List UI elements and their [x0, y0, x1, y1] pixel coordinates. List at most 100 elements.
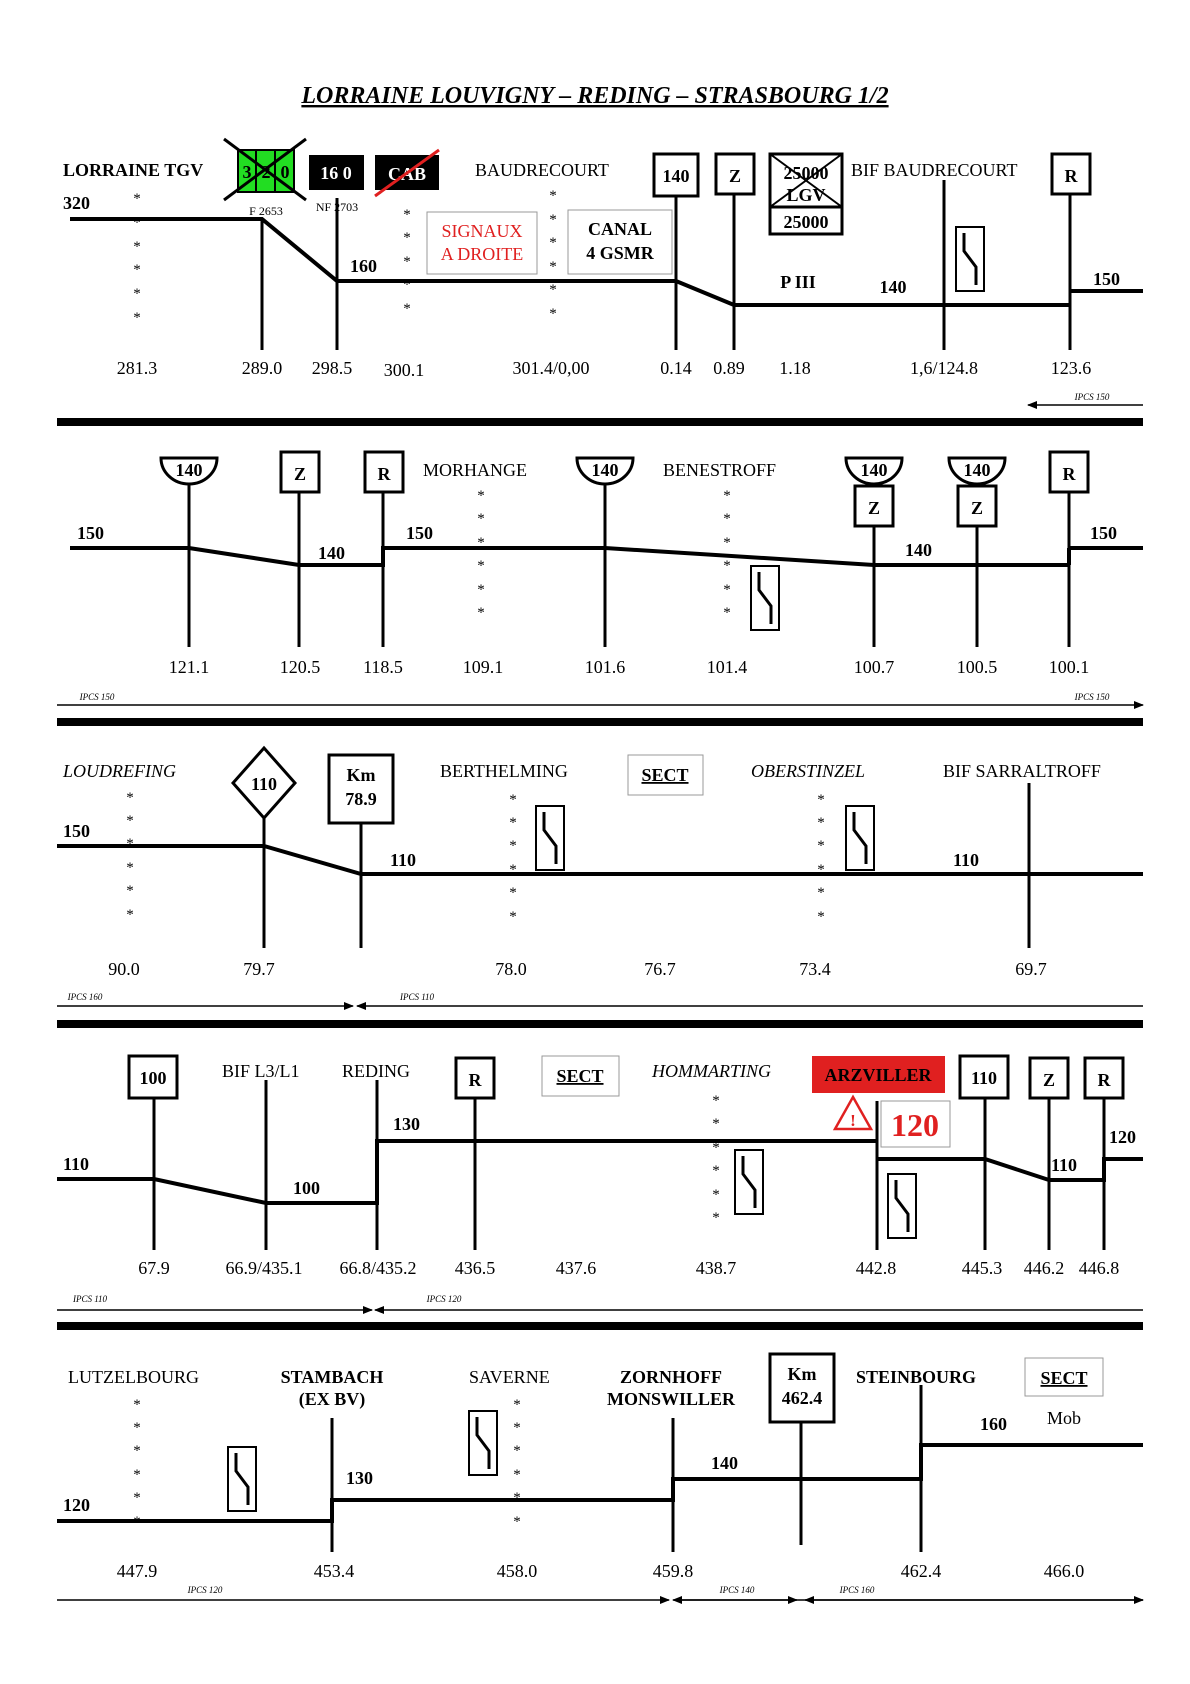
speed-label: 120	[1109, 1127, 1136, 1147]
svg-text:*: *	[549, 188, 557, 204]
svg-text:*: *	[549, 235, 557, 251]
signaux-a-droite-box: SIGNAUX A DROITE	[426, 211, 538, 275]
svg-text:*: *	[723, 511, 731, 527]
svg-text:79.7: 79.7	[243, 959, 275, 979]
svg-text:*: *	[133, 1420, 141, 1436]
page-title: LORRAINE LOUVIGNY – REDING – STRASBOURG …	[300, 83, 888, 109]
warning-icon: !	[832, 1094, 874, 1131]
svg-text:100.7: 100.7	[854, 657, 895, 677]
svg-text:SECT: SECT	[641, 765, 688, 785]
svg-text:110: 110	[971, 1068, 997, 1088]
svg-text:459.8: 459.8	[653, 1561, 694, 1581]
svg-text:140: 140	[663, 166, 690, 186]
curve-sign	[467, 1409, 499, 1477]
svg-text:*: *	[549, 306, 557, 322]
svg-text:118.5: 118.5	[363, 657, 403, 677]
curve-sign	[534, 804, 566, 872]
speed-label: 140	[318, 543, 345, 563]
speed-label: 130	[346, 1468, 373, 1488]
curve-sign	[226, 1445, 258, 1513]
km-789-box: Km 78.9	[327, 753, 395, 825]
stars-hommarting: * * * * * *	[712, 1093, 720, 1226]
ipcs-label: IPCS 150	[79, 692, 115, 702]
station-lorraine-tgv: LORRAINE TGV	[63, 160, 203, 180]
svg-text:R: R	[1098, 1070, 1112, 1090]
svg-text:0.89: 0.89	[713, 358, 745, 378]
section-4	[57, 1080, 1143, 1330]
r-sign: R	[363, 450, 405, 494]
svg-text:110: 110	[251, 774, 277, 794]
z-sign: Z	[279, 450, 321, 494]
speed-label: 150	[406, 523, 433, 543]
curve-sign	[954, 225, 986, 293]
station-stambach-sub: (EX BV)	[299, 1389, 366, 1410]
km-labels-5: 447.9 453.4 458.0 459.8 462.4 466.0	[117, 1561, 1085, 1581]
speed-160-black-box: 16 0	[309, 155, 364, 190]
speed-label: 100	[293, 1178, 320, 1198]
curve-sign	[733, 1148, 765, 1216]
station-reding: REDING	[342, 1061, 410, 1081]
speed-label: 160	[350, 256, 377, 276]
section-3	[57, 783, 1143, 1028]
svg-text:SECT: SECT	[1040, 1368, 1087, 1388]
svg-text:4 GSMR: 4 GSMR	[586, 243, 655, 263]
speed-label: 110	[1051, 1155, 1077, 1175]
ipcs-label: IPCS 160	[67, 992, 103, 1002]
svg-text:*: *	[723, 582, 731, 598]
svg-text:*: *	[817, 815, 825, 831]
svg-text:R: R	[378, 464, 392, 484]
svg-text:*: *	[549, 282, 557, 298]
svg-text:445.3: 445.3	[962, 1258, 1003, 1278]
svg-text:25000: 25000	[784, 212, 829, 232]
station-bif-l3l1: BIF L3/L1	[222, 1061, 300, 1081]
svg-text:*: *	[513, 1397, 521, 1413]
station-oberstinzel: OBERSTINZEL	[751, 761, 865, 781]
svg-text:*: *	[126, 907, 134, 923]
station-saverne: SAVERNE	[469, 1367, 550, 1387]
speed-profile	[70, 217, 1070, 307]
svg-text:437.6: 437.6	[556, 1258, 597, 1278]
svg-text:*: *	[133, 1443, 141, 1459]
station-steinbourg: STEINBOURG	[856, 1367, 976, 1387]
svg-text:25000: 25000	[784, 163, 829, 183]
ipcs-label: IPCS 140	[719, 1585, 755, 1595]
station-hommarting: HOMMARTING	[651, 1061, 771, 1081]
speed-label: 150	[1093, 269, 1120, 289]
r-sign: R	[1048, 450, 1090, 494]
svg-text:140: 140	[592, 460, 619, 480]
station-stambach: STAMBACH	[281, 1367, 384, 1387]
stars-berthelming: * * * * * *	[509, 792, 517, 925]
svg-text:78.9: 78.9	[345, 789, 377, 809]
svg-text:462.4: 462.4	[901, 1561, 942, 1581]
ipcs-label: IPCS 120	[187, 1585, 223, 1595]
svg-text:*: *	[126, 883, 134, 899]
ipcs-label: IPCS 110	[72, 1294, 108, 1304]
km-labels-1: 281.3 289.0 298.5 300.1 301.4/0,00 0.14 …	[117, 358, 1092, 380]
p3-label: P III	[780, 272, 816, 292]
svg-text:*: *	[723, 488, 731, 504]
svg-text:16 0: 16 0	[320, 163, 352, 183]
svg-text:*: *	[712, 1163, 720, 1179]
speed-sign-110-diamond: 110	[230, 745, 298, 821]
svg-text:446.8: 446.8	[1079, 1258, 1120, 1278]
svg-text:*: *	[133, 1467, 141, 1483]
svg-text:*: *	[509, 838, 517, 854]
station-baudrecourt: BAUDRECOURT	[475, 160, 609, 180]
speed-label: 110	[390, 850, 416, 870]
svg-text:ARZVILLER: ARZVILLER	[824, 1065, 932, 1085]
svg-text:*: *	[513, 1514, 521, 1530]
lgv-25000-box: 25000 LGV 25000	[768, 152, 844, 236]
km-labels-3: 90.0 79.7 78.0 76.7 73.4 69.7	[108, 959, 1047, 979]
svg-text:*: *	[133, 310, 141, 326]
svg-text:*: *	[513, 1490, 521, 1506]
svg-text:100: 100	[140, 1068, 167, 1088]
cab-crossed-box: CAB	[374, 148, 440, 198]
svg-text:*: *	[477, 582, 485, 598]
station-monswiller: MONSWILLER	[607, 1389, 736, 1409]
svg-text:453.4: 453.4	[314, 1561, 355, 1581]
sect-box: SECT	[627, 754, 704, 796]
svg-text:*: *	[712, 1210, 720, 1226]
ipcs-label: IPCS 120	[426, 1294, 462, 1304]
svg-text:*: *	[723, 605, 731, 621]
